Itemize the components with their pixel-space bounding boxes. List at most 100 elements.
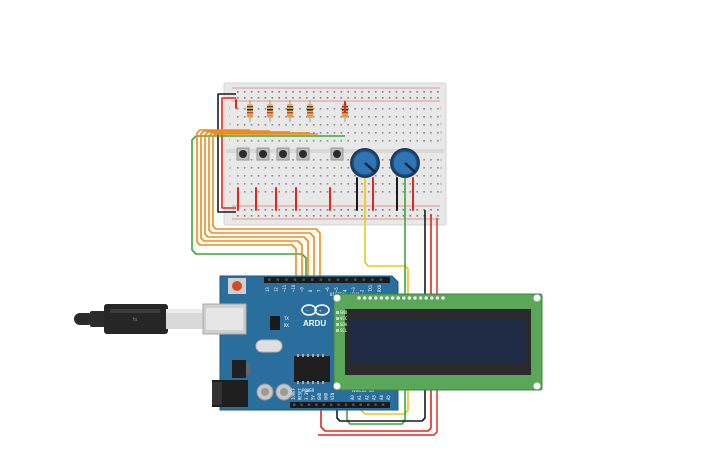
- rail-hole: [292, 91, 294, 93]
- terminal-hole: [271, 175, 274, 177]
- terminal-hole: [278, 116, 280, 118]
- terminal-hole: [285, 116, 287, 118]
- rail-hole: [243, 97, 246, 99]
- lcd-i2c-pin: [336, 329, 339, 332]
- terminal-hole: [250, 191, 253, 193]
- terminal-hole: [354, 183, 356, 185]
- rail-hole: [430, 91, 432, 93]
- terminal-hole: [299, 108, 301, 110]
- pushbutton-icon[interactable]: [296, 147, 310, 161]
- terminal-hole: [347, 116, 349, 118]
- rail-hole: [375, 215, 377, 217]
- terminal-hole: [257, 175, 260, 177]
- terminal-hole: [306, 167, 308, 169]
- terminal-hole: [423, 116, 425, 118]
- terminal-hole: [319, 183, 322, 185]
- terminal-hole: [306, 108, 308, 110]
- rail-hole: [354, 91, 356, 93]
- bottom-pin: [359, 403, 362, 406]
- terminal-hole: [388, 124, 391, 126]
- terminal-hole: [368, 140, 370, 142]
- digital-pin: [302, 278, 305, 281]
- rail-hole: [264, 97, 267, 99]
- potentiometer-left[interactable]: [350, 148, 380, 178]
- rail-hole: [319, 215, 322, 217]
- rail-hole: [395, 91, 398, 93]
- pushbutton-icon[interactable]: [276, 147, 290, 161]
- terminal-hole: [271, 167, 274, 169]
- rail-hole: [437, 91, 439, 93]
- rail-hole: [423, 215, 425, 217]
- terminal-hole: [292, 116, 294, 118]
- terminal-hole: [237, 116, 239, 118]
- rail-hole: [388, 91, 391, 93]
- digital-pin-label: ~6: [325, 287, 330, 292]
- terminal-hole: [430, 175, 432, 177]
- terminal-hole: [347, 167, 349, 169]
- terminal-hole: [402, 108, 405, 110]
- terminal-hole: [264, 124, 267, 126]
- digital-pin-label: ~11: [282, 284, 287, 292]
- pushbutton-icon[interactable]: [330, 147, 344, 161]
- terminal-hole: [430, 140, 432, 142]
- lcd-pin-label: GND: [340, 310, 348, 315]
- terminal-hole: [388, 183, 391, 185]
- lcd-i2c-pin: [336, 311, 339, 314]
- terminal-hole: [354, 175, 356, 177]
- digital-pin-label: ~10: [291, 284, 296, 292]
- rail-hole: [388, 215, 391, 217]
- rail-hole: [361, 91, 363, 93]
- terminal-hole: [292, 191, 294, 193]
- rail-hole: [326, 97, 329, 99]
- terminal-hole: [243, 175, 246, 177]
- board-brand: ARDU: [303, 319, 326, 328]
- terminal-hole: [319, 108, 322, 110]
- terminal-hole: [368, 108, 370, 110]
- terminal-hole: [237, 183, 239, 185]
- power-pin-label: IOREF: [291, 387, 296, 400]
- digital-pin: [379, 278, 383, 281]
- rail-hole: [381, 97, 384, 99]
- terminal-hole: [437, 108, 439, 110]
- pushbutton-icon[interactable]: [256, 147, 270, 161]
- rail-hole: [306, 215, 308, 217]
- digital-pin-label: RX0: [377, 284, 382, 292]
- rail-hole: [340, 215, 343, 217]
- terminal-hole: [375, 132, 377, 134]
- power-pin-label: VIN: [330, 392, 335, 400]
- terminal-hole: [402, 183, 405, 185]
- lcd-pin-label: SCL: [340, 328, 348, 333]
- power-pin-label: GND: [317, 392, 322, 400]
- row-letter-right: a: [440, 190, 442, 194]
- terminal-hole: [257, 116, 260, 118]
- row-letter-left: b: [229, 182, 232, 186]
- rail-hole: [368, 91, 370, 93]
- terminal-hole: [388, 159, 391, 161]
- bottom-pin: [293, 403, 296, 406]
- rail-hole: [402, 97, 405, 99]
- breadboard-jumpers: [235, 99, 414, 211]
- rail-hole: [306, 97, 308, 99]
- terminal-hole: [409, 108, 412, 110]
- rail-hole: [278, 97, 280, 99]
- terminal-hole: [437, 175, 439, 177]
- terminal-hole: [347, 175, 349, 177]
- terminal-hole: [271, 124, 274, 126]
- terminal-hole: [381, 108, 384, 110]
- terminal-hole: [250, 183, 253, 185]
- terminal-hole: [395, 140, 398, 142]
- rail-hole: [354, 209, 356, 211]
- terminal-hole: [361, 140, 363, 142]
- lcd-pad: [413, 296, 417, 300]
- resistor-icon: [287, 100, 293, 122]
- digital-pin-label: 13: [265, 287, 270, 292]
- terminal-hole: [326, 191, 329, 193]
- terminal-hole: [416, 124, 418, 126]
- rail-hole: [333, 215, 336, 217]
- terminal-hole: [375, 183, 377, 185]
- terminal-hole: [430, 183, 432, 185]
- pushbutton-icon[interactable]: [236, 147, 250, 161]
- potentiometer-right[interactable]: [390, 148, 420, 178]
- terminal-hole: [388, 175, 391, 177]
- lcd-pad: [374, 296, 378, 300]
